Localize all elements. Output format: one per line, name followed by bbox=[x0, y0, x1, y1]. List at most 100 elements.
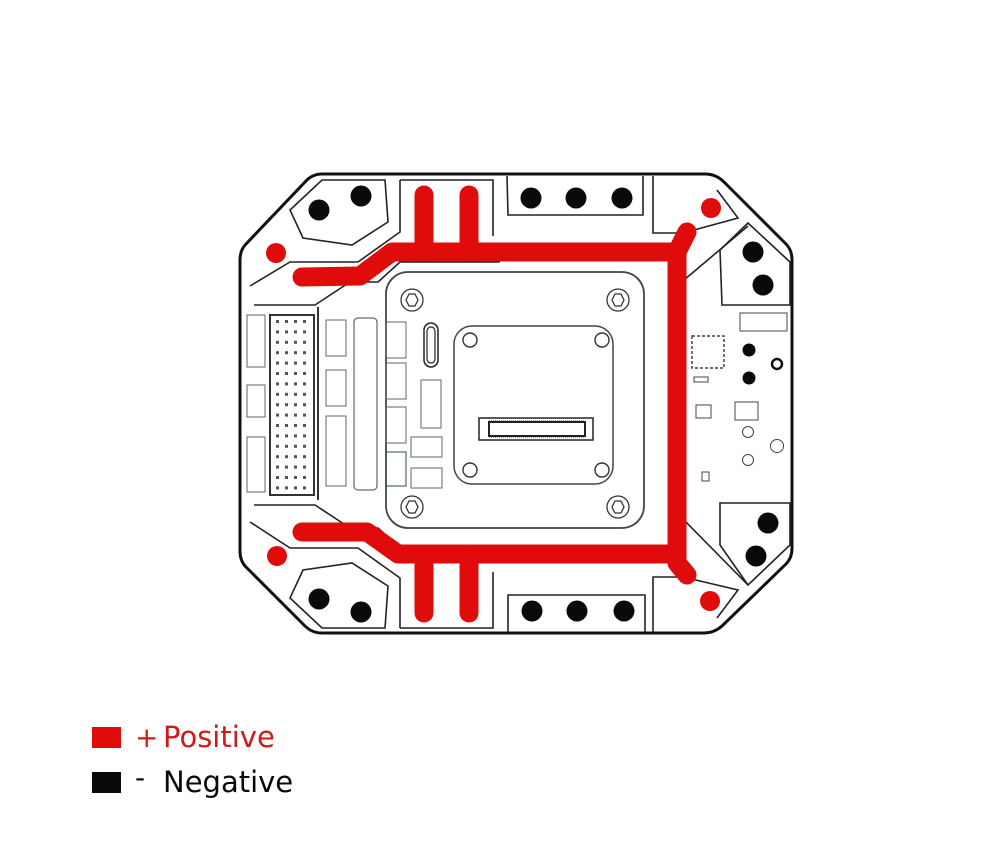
hex-standoffs bbox=[400, 288, 630, 519]
negative-label: Negative bbox=[163, 765, 294, 799]
pin bbox=[294, 455, 297, 459]
module-holes bbox=[462, 332, 610, 478]
header-pins bbox=[276, 320, 306, 490]
top-left-pad-2 bbox=[350, 185, 372, 207]
right-top-pad-1 bbox=[742, 241, 764, 263]
right-bottom-pad-2 bbox=[745, 545, 767, 567]
pin bbox=[285, 403, 288, 407]
pin bbox=[294, 382, 297, 386]
bottom-center-pad-1 bbox=[521, 600, 543, 622]
pin bbox=[285, 486, 288, 490]
legend-item-negative: - Negative bbox=[92, 761, 294, 799]
pin bbox=[294, 424, 297, 427]
bottom-left-pos-dot bbox=[267, 546, 287, 566]
pin bbox=[285, 361, 288, 365]
pin bbox=[276, 320, 279, 323]
pin bbox=[285, 455, 288, 459]
pin bbox=[285, 392, 288, 396]
top-right-pos-dot bbox=[701, 198, 721, 218]
pin bbox=[285, 372, 288, 375]
bottom-left-pad-1 bbox=[308, 588, 330, 610]
pin bbox=[294, 413, 297, 417]
pin bbox=[285, 465, 288, 469]
pin bbox=[276, 413, 279, 417]
pin bbox=[276, 330, 279, 334]
pin bbox=[303, 455, 306, 459]
pin bbox=[285, 413, 288, 417]
usb-c-port bbox=[423, 322, 439, 368]
pin bbox=[303, 444, 306, 448]
right-bottom-pad-1 bbox=[757, 512, 779, 534]
right-top-pad-2 bbox=[752, 274, 774, 296]
pin bbox=[285, 444, 288, 448]
pin bbox=[285, 424, 288, 427]
pin bbox=[276, 444, 279, 448]
left-headers bbox=[246, 307, 443, 500]
right-components bbox=[691, 312, 788, 482]
bottom-center-pad-2 bbox=[566, 600, 588, 622]
pin bbox=[294, 486, 297, 490]
pin bbox=[303, 424, 306, 427]
positive-traces bbox=[292, 185, 697, 623]
pin bbox=[276, 424, 279, 427]
pin bbox=[294, 465, 297, 469]
pin bbox=[276, 434, 279, 438]
pin bbox=[285, 340, 288, 344]
pin bbox=[303, 340, 306, 344]
pin bbox=[294, 476, 297, 479]
pin bbox=[276, 351, 279, 355]
pin bbox=[303, 392, 306, 396]
pin bbox=[303, 320, 306, 323]
fc-module-outline bbox=[453, 325, 614, 485]
pin bbox=[303, 465, 306, 469]
pin bbox=[285, 434, 288, 438]
pin bbox=[294, 340, 297, 344]
pin bbox=[294, 372, 297, 375]
pin bbox=[303, 330, 306, 334]
pin bbox=[294, 434, 297, 438]
pin bbox=[276, 403, 279, 407]
pin bbox=[294, 392, 297, 396]
pin bbox=[285, 330, 288, 334]
bottom-left-pad-2 bbox=[350, 601, 372, 623]
pin bbox=[285, 320, 288, 323]
top-left-pos-dot bbox=[266, 243, 286, 263]
right-black-vias bbox=[742, 343, 756, 385]
bottom-center-pad-3 bbox=[613, 600, 635, 622]
pin bbox=[294, 403, 297, 407]
pin bbox=[276, 361, 279, 365]
pin bbox=[303, 361, 306, 365]
pin bbox=[294, 351, 297, 355]
bottom-right-pos-dot bbox=[700, 591, 720, 611]
pin bbox=[303, 403, 306, 407]
pin bbox=[303, 413, 306, 417]
pin bbox=[294, 444, 297, 448]
pin bbox=[276, 340, 279, 344]
minus-symbol: - bbox=[135, 760, 146, 794]
pin bbox=[285, 351, 288, 355]
pin bbox=[276, 486, 279, 490]
pin bbox=[276, 455, 279, 459]
top-center-pad-3 bbox=[611, 187, 633, 209]
pin bbox=[294, 320, 297, 323]
pin bbox=[276, 465, 279, 469]
top-center-pad-1 bbox=[520, 187, 542, 209]
top-left-pad-1 bbox=[308, 199, 330, 221]
positive-label: Positive bbox=[163, 720, 275, 754]
positive-swatch bbox=[92, 726, 121, 748]
plus-symbol: + bbox=[135, 720, 159, 754]
pin bbox=[276, 372, 279, 375]
pin bbox=[303, 372, 306, 375]
top-center-pad-2 bbox=[565, 187, 587, 209]
pin bbox=[294, 361, 297, 365]
pin bbox=[303, 382, 306, 386]
fc-mount-plate bbox=[385, 271, 645, 529]
pin bbox=[303, 351, 306, 355]
pin bbox=[276, 392, 279, 396]
pin bbox=[285, 476, 288, 479]
pin bbox=[276, 382, 279, 386]
pin bbox=[303, 434, 306, 438]
pin bbox=[303, 486, 306, 490]
board-to-board-connector bbox=[478, 417, 594, 441]
